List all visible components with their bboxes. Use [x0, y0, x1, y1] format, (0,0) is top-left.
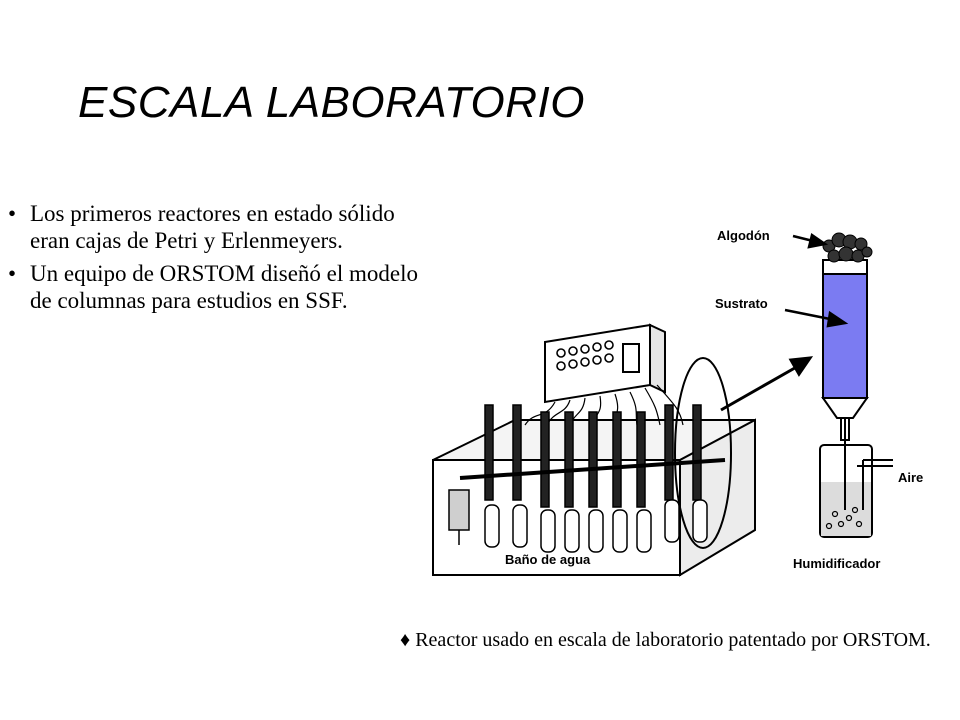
- highlight-ellipse: [674, 357, 732, 549]
- label-cotton: Algodón: [717, 228, 770, 243]
- caption-marker: ♦: [400, 629, 411, 651]
- slide-title: ESCALA LABORATORIO: [78, 78, 586, 127]
- caption-text: Reactor usado en escala de laboratorio p…: [415, 629, 931, 651]
- bullet-text: Un equipo de ORSTOM diseñó el modelo de …: [30, 261, 418, 313]
- air-bubbles: [825, 506, 863, 530]
- label-humidifier: Humidificador: [793, 556, 880, 571]
- zoom-arrow: [720, 356, 814, 412]
- bullet-text: Los primeros reactores en estado sólido …: [30, 201, 395, 253]
- label-arrows: [784, 232, 849, 328]
- label-water-bath: Baño de agua: [505, 552, 591, 567]
- bullet-marker: •: [8, 261, 17, 286]
- humidifier-tubes: [484, 499, 708, 553]
- cotton-plug: [822, 232, 873, 263]
- support-rod: [459, 458, 726, 480]
- bullet-item: • Los primeros reactores en estado sólid…: [8, 200, 428, 254]
- bullet-item: • Un equipo de ORSTOM diseñó el modelo d…: [8, 260, 428, 314]
- figure-caption: ♦ Reactor usado en escala de laboratorio…: [400, 626, 940, 654]
- reactor-column: [821, 259, 869, 441]
- bullet-list: • Los primeros reactores en estado sólid…: [8, 200, 428, 320]
- control-knobs: [556, 340, 614, 371]
- tubing: [524, 384, 684, 426]
- thermostat: [448, 489, 470, 545]
- humidifier-flask: [819, 418, 893, 538]
- bullet-marker: •: [8, 201, 17, 226]
- columns: [484, 404, 702, 508]
- label-substrate: Sustrato: [715, 296, 768, 311]
- reactor-diagram: Algodón Sustrato Aire Humidificador Baño…: [432, 228, 923, 577]
- label-air: Aire: [898, 470, 923, 485]
